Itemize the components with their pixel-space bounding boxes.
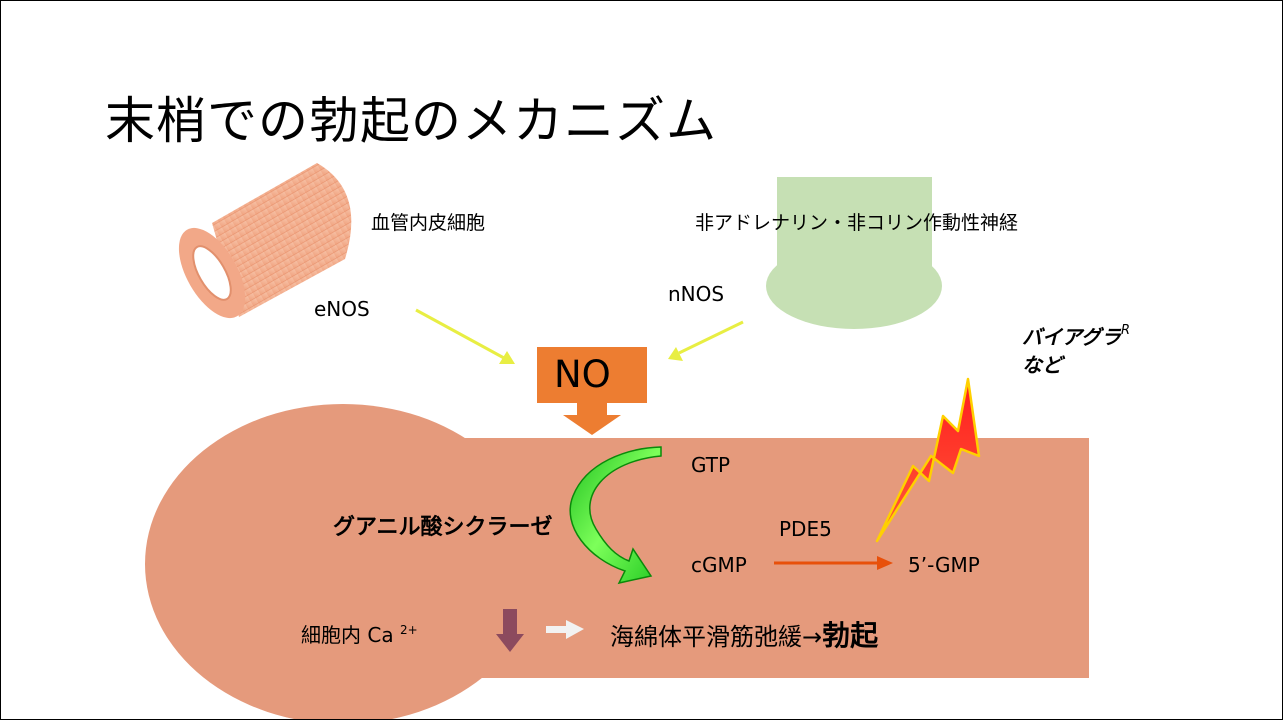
- guanylate-cyclase-label: グアニル酸シクラーゼ: [333, 515, 553, 540]
- gmp-label: 5’-GMP: [908, 553, 980, 577]
- relaxation-label: 海綿体平滑筋弛緩→勃起: [610, 614, 878, 654]
- relaxation-text: 海綿体平滑筋弛緩→: [610, 623, 823, 651]
- leads-to-arrow: [546, 620, 584, 639]
- pde5-arrow: [774, 556, 893, 570]
- registered-mark: R: [1121, 323, 1131, 338]
- nnos-label: nNOS: [668, 282, 725, 306]
- nnos-to-no-arrow: [668, 320, 744, 361]
- nerve-label: 非アドレナリン・非コリン作動性神経: [695, 212, 1019, 234]
- endothelial-cell-label: 血管内皮細胞: [371, 212, 486, 234]
- calcium-charge: 2+: [399, 623, 418, 637]
- gtp-label: GTP: [691, 453, 731, 477]
- erection-text: 勃起: [822, 619, 879, 652]
- nerve-terminal-icon: [766, 177, 942, 329]
- enos-label: eNOS: [314, 297, 370, 321]
- smooth-muscle-cell: [145, 404, 1089, 719]
- no-block-arrow: [537, 347, 647, 435]
- cgmp-label: cGMP: [691, 553, 747, 577]
- viagra-label: バイアグラR: [1022, 321, 1130, 350]
- calcium-text: 細胞内 Ca: [301, 623, 394, 647]
- calcium-label: 細胞内 Ca 2+: [301, 619, 418, 648]
- slide-title: 末梢での勃起のメカニズム: [105, 92, 717, 150]
- gtp-to-cgmp-arrow: [569, 446, 662, 585]
- no-label: NO: [554, 353, 611, 396]
- calcium-decrease-arrow: [496, 609, 524, 652]
- lightning-bolt-icon: [875, 377, 981, 543]
- enos-to-no-arrow: [415, 308, 515, 364]
- viagra-etc-label: など: [1022, 353, 1062, 377]
- viagra-name: バイアグラ: [1022, 325, 1121, 349]
- pde5-label: PDE5: [779, 517, 832, 541]
- blood-vessel-icon: [178, 163, 352, 319]
